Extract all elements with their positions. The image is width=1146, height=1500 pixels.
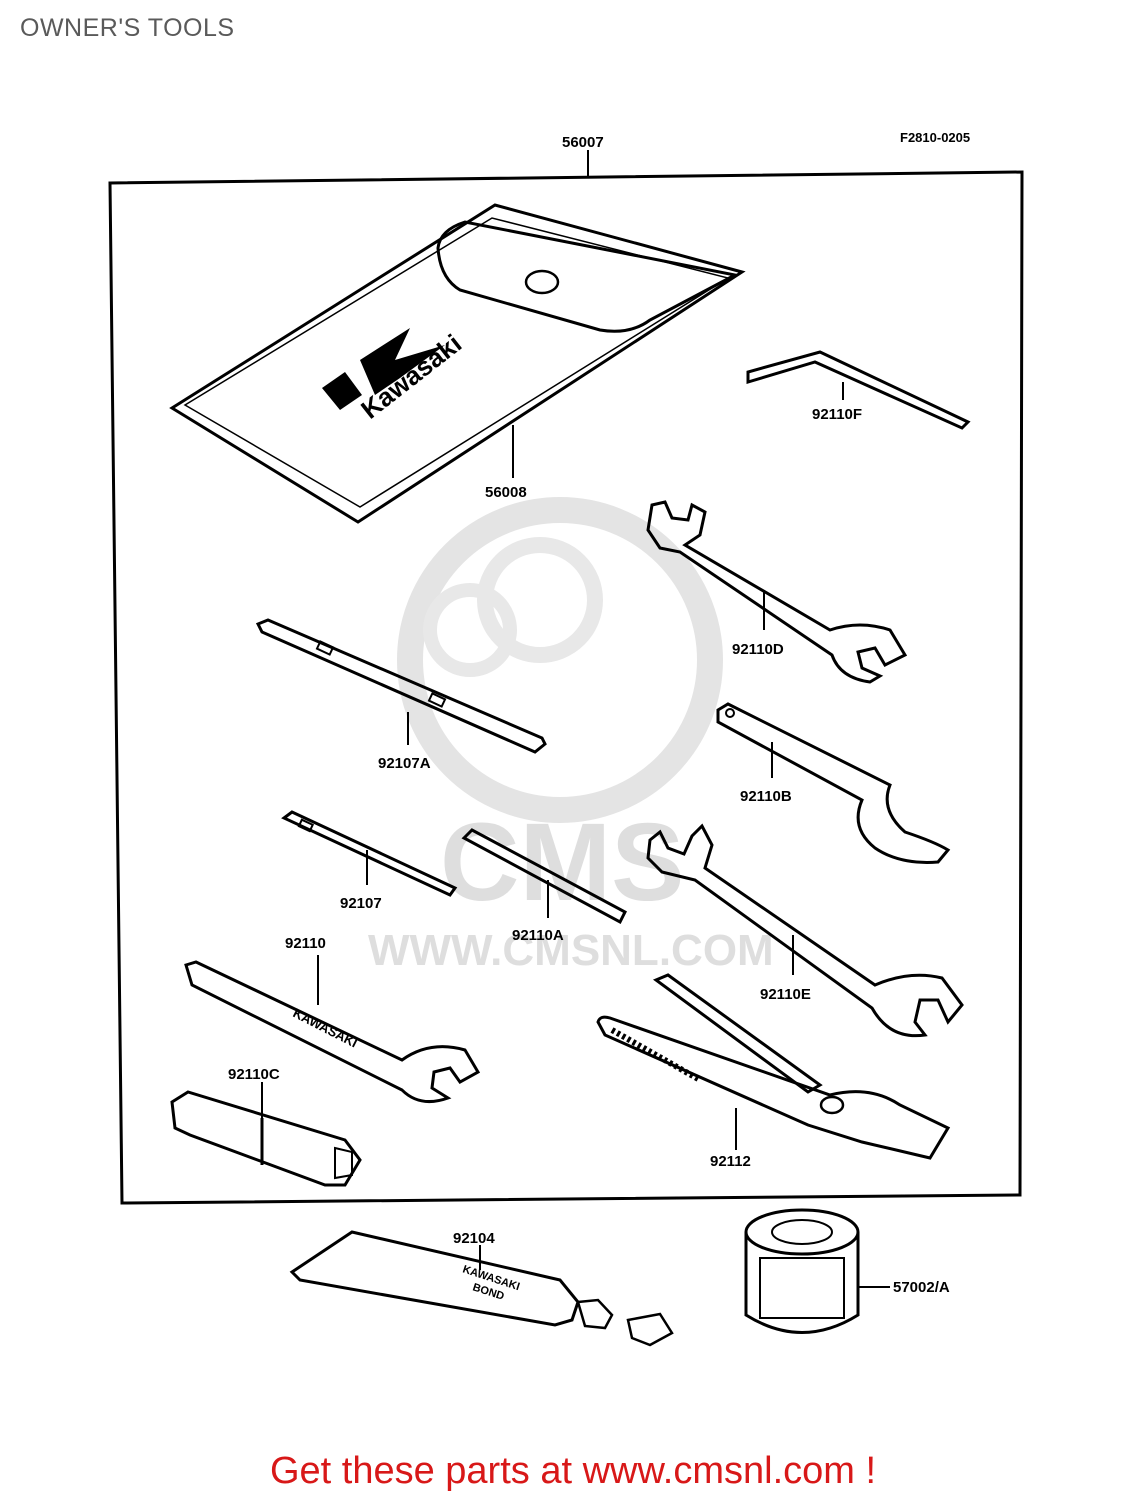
- label-57002A: 57002/A: [893, 1279, 950, 1296]
- part-92110F: 92110F: [746, 350, 971, 430]
- part-92107: 92107: [281, 810, 458, 912]
- part-92110B: 92110B: [716, 702, 951, 864]
- label-92104: 92104: [453, 1230, 495, 1247]
- label-56008: 56008: [485, 484, 527, 501]
- watermark-logo-text: CMS: [440, 801, 684, 924]
- part-92107A: 92107A: [255, 618, 547, 772]
- label-92107A: 92107A: [378, 755, 431, 772]
- label-92110: 92110: [285, 935, 326, 952]
- figure-code: F2810-0205: [900, 130, 970, 145]
- watermark-url-text: WWW.CMSNL.COM: [368, 926, 774, 975]
- label-92112: 92112: [710, 1153, 751, 1170]
- part-92110A: 92110A: [461, 828, 627, 944]
- label-92110C: 92110C: [228, 1066, 280, 1083]
- label-92107: 92107: [340, 895, 382, 912]
- label-92110B: 92110B: [740, 788, 792, 805]
- label-92110F: 92110F: [812, 406, 862, 423]
- part-56007: 56007: [108, 134, 1024, 1205]
- wrench-stamp-text: KAWASAKI: [291, 1005, 360, 1050]
- label-56007: 56007: [562, 134, 604, 151]
- part-92110C: 92110C: [170, 1066, 362, 1187]
- part-92112: 92112: [596, 973, 951, 1170]
- page-title: OWNER'S TOOLS: [20, 14, 235, 42]
- label-92110A: 92110A: [512, 927, 564, 944]
- kawasaki-logo: Kawasaki: [322, 328, 467, 425]
- part-92110E: 92110E: [646, 823, 964, 1038]
- footer-link-text[interactable]: Get these parts at www.cmsnl.com !: [269, 1450, 877, 1492]
- part-92104: KAWASAKI BOND 92104: [289, 1230, 674, 1347]
- part-56008: Kawasaki 56008: [169, 203, 746, 524]
- label-92110D: 92110D: [732, 641, 784, 658]
- part-57002A: 57002/A: [744, 1208, 950, 1334]
- label-92110E: 92110E: [760, 986, 811, 1003]
- part-92110D: 92110D: [646, 500, 908, 684]
- watermark: CMS WWW.CMSNL.COM: [368, 497, 774, 975]
